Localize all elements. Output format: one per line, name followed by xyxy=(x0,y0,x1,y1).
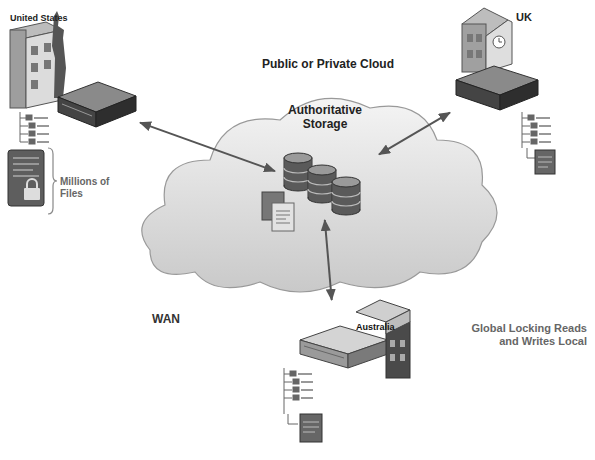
server-appliance xyxy=(96,96,136,127)
storage-node: Authoritative Storage xyxy=(275,100,379,220)
office-building xyxy=(462,24,486,72)
file-tree xyxy=(26,115,32,120)
callout-label: Millions of Files xyxy=(58,176,114,199)
office-building xyxy=(400,354,405,361)
file-tree xyxy=(300,414,322,442)
office-building xyxy=(462,8,512,72)
office-building xyxy=(467,50,473,58)
file-tree xyxy=(531,123,537,128)
wan-link-arrow xyxy=(325,220,332,300)
site-label: UK xyxy=(516,11,532,24)
ellipse-outline xyxy=(68,20,592,450)
file-tree xyxy=(531,139,537,144)
site-label: Australia xyxy=(356,322,395,332)
cloud-shape xyxy=(142,98,497,292)
office-building xyxy=(390,340,395,347)
site-node: United States xyxy=(5,5,140,140)
office-building xyxy=(493,36,505,48)
note-label: Global Locking Reads and Writes Local xyxy=(455,322,589,347)
statue-figure xyxy=(52,11,66,98)
server-appliance xyxy=(58,82,136,127)
file-tree xyxy=(293,387,299,392)
meta-document-icon xyxy=(272,203,294,231)
file-tree xyxy=(303,422,319,432)
server-appliance xyxy=(62,104,92,116)
site-node: UK xyxy=(450,5,550,117)
office-building xyxy=(31,46,38,55)
wan-link-arrow xyxy=(379,113,450,155)
bracket xyxy=(48,148,57,214)
file-tree xyxy=(29,139,35,144)
file-tree xyxy=(293,395,299,400)
server-appliance xyxy=(300,326,388,368)
file-tree xyxy=(284,368,322,442)
file-tree xyxy=(29,123,35,128)
file-tree xyxy=(538,157,552,167)
locked-files-icon xyxy=(24,188,40,200)
office-building xyxy=(400,340,405,347)
file-tree xyxy=(29,131,35,136)
file-tree xyxy=(527,148,535,158)
office-building xyxy=(31,80,38,89)
office-building xyxy=(356,300,410,378)
cloud-boundary-ellipse: Public or Private CloudAuthoritative Sto… xyxy=(68,20,592,450)
meta-document-icon xyxy=(262,192,294,231)
database-stack xyxy=(284,153,360,215)
server-appliance xyxy=(58,97,96,127)
office-building xyxy=(499,38,502,42)
database-stack xyxy=(332,177,360,215)
file-tree xyxy=(522,112,555,174)
file-tree xyxy=(293,379,299,384)
file-tree xyxy=(290,371,296,376)
office-building xyxy=(10,11,66,108)
server-appliance xyxy=(500,80,538,110)
locked-files-icon xyxy=(8,150,44,206)
office-building xyxy=(486,20,512,72)
office-building xyxy=(390,354,395,361)
storage-label: Authoritative Storage xyxy=(275,104,375,132)
office-building xyxy=(31,63,38,72)
locked-files-icon xyxy=(8,150,44,206)
file-tree xyxy=(34,118,49,142)
file-tree xyxy=(284,368,298,424)
locked-files-icon xyxy=(27,179,37,188)
wan-link-arrow xyxy=(140,123,275,172)
office-building xyxy=(476,50,482,58)
file-tree xyxy=(536,118,551,142)
server-appliance xyxy=(456,80,500,110)
server-appliance xyxy=(456,66,538,110)
locked-files-icon xyxy=(13,158,39,176)
region-label: WAN xyxy=(150,313,182,327)
ellipse-outline xyxy=(69,21,591,449)
server-appliance xyxy=(304,346,344,358)
file-tree xyxy=(531,131,537,136)
server-appliance xyxy=(348,340,388,368)
file-tree xyxy=(20,112,49,144)
server-appliance xyxy=(300,340,348,368)
meta-document-icon xyxy=(276,211,290,223)
office-building xyxy=(44,60,51,69)
office-building xyxy=(476,34,482,42)
file-tree xyxy=(535,150,555,174)
site-label: United States xyxy=(10,13,68,23)
office-building xyxy=(467,34,473,42)
office-building xyxy=(44,43,51,52)
office-building xyxy=(10,30,26,108)
site-node: Australia xyxy=(298,300,413,380)
file-tree xyxy=(528,115,534,120)
file-tree xyxy=(298,374,313,398)
cloud-title: Public or Private Cloud xyxy=(228,58,428,72)
